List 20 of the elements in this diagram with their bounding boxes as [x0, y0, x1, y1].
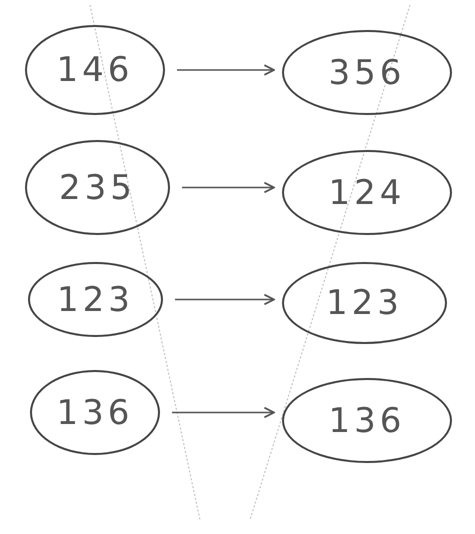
number-ellipse: [282, 150, 452, 235]
number-ellipse: [25, 25, 165, 115]
number-label: 146: [56, 50, 134, 90]
number-label: 123: [326, 283, 403, 323]
number-ellipse: [25, 140, 170, 235]
number-label: 123: [57, 280, 134, 320]
number-label: 124: [328, 172, 406, 212]
number-label: 136: [328, 400, 406, 440]
number-ellipse: [282, 378, 452, 463]
number-ellipse: [282, 262, 447, 344]
number-ellipse: [282, 30, 452, 115]
arrow: [182, 182, 275, 194]
number-label: 136: [56, 392, 134, 432]
number-label: 235: [59, 168, 136, 208]
number-ellipse: [28, 262, 163, 337]
arrow: [172, 406, 275, 418]
arrow: [175, 294, 275, 306]
arrow: [177, 64, 275, 76]
number-ellipse: [30, 370, 160, 455]
number-label: 356: [328, 52, 406, 92]
